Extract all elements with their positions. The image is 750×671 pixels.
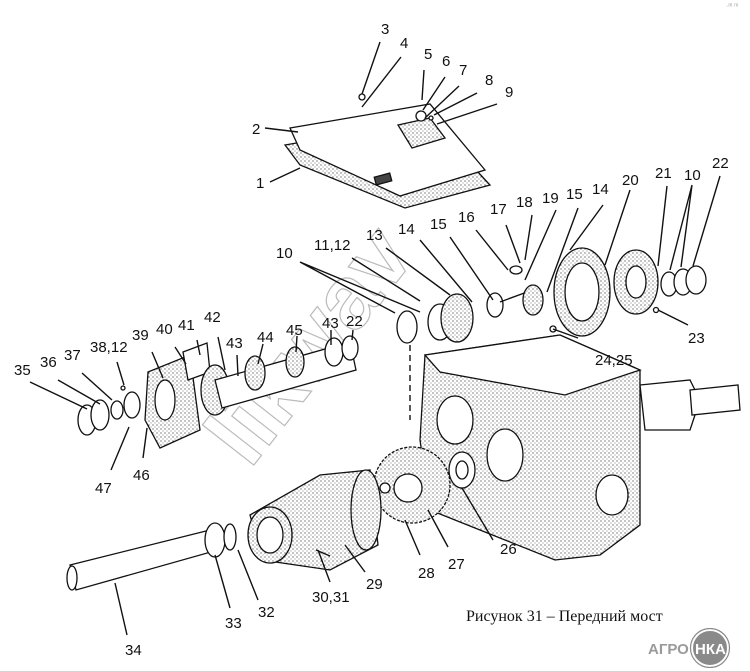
- callout-c7: 7: [459, 62, 467, 79]
- callout-c23: 23: [688, 330, 705, 347]
- callout-c43a: 43: [226, 335, 243, 352]
- agronka-logo: АГРО НКА: [648, 628, 731, 668]
- callout-c45: 45: [286, 322, 303, 339]
- callout-c32: 32: [258, 604, 275, 621]
- callout-c16: 16: [458, 209, 475, 226]
- callout-c37: 37: [64, 347, 81, 364]
- callout-c20: 20: [622, 172, 639, 189]
- callout-c13: 13: [366, 227, 383, 244]
- callout-c26: 26: [500, 541, 517, 558]
- callout-c35: 35: [14, 362, 31, 379]
- callout-c22a: 22: [712, 155, 729, 172]
- callout-c3: 3: [381, 21, 389, 38]
- logo-text-right: НКА: [695, 641, 726, 658]
- callout-c46: 46: [133, 467, 150, 484]
- differential-assembly: [396, 247, 707, 344]
- corner-mark: ·ᵐ ᵐ: [726, 3, 739, 10]
- drive-gear-assembly: [373, 446, 476, 524]
- callout-c4: 4: [400, 35, 408, 52]
- callout-c19: 19: [542, 190, 559, 207]
- callout-c15a: 15: [430, 216, 447, 233]
- callout-c6: 6: [442, 53, 450, 70]
- callout-c30: 30,31: [312, 589, 350, 606]
- callout-c5: 5: [424, 46, 432, 63]
- callout-c28: 28: [418, 565, 435, 582]
- output-shaft-assembly: [66, 469, 382, 591]
- callout-c36: 36: [40, 354, 57, 371]
- callout-c14a: 14: [398, 221, 415, 238]
- axle-housing: [409, 334, 741, 561]
- callout-c2: 2: [252, 121, 260, 138]
- callout-c39: 39: [132, 327, 149, 344]
- callout-c27: 27: [448, 556, 465, 573]
- callout-c10b: 10: [684, 167, 701, 184]
- callout-c8: 8: [485, 72, 493, 89]
- callout-c34: 34: [125, 642, 142, 659]
- watermark-text: likwav: [187, 208, 432, 482]
- callout-c17: 17: [490, 201, 507, 218]
- logo-text-left: АГРО: [648, 641, 689, 658]
- callout-c15b: 15: [566, 186, 583, 203]
- callout-c38: 38,12: [90, 339, 128, 356]
- watermark: likwav: [186, 207, 432, 483]
- callout-c40: 40: [156, 321, 173, 338]
- callout-c44: 44: [257, 329, 274, 346]
- callout-c41: 41: [178, 317, 195, 334]
- callout-c10a: 10: [276, 245, 293, 262]
- cover-plate-assembly: [283, 93, 492, 209]
- callout-c29: 29: [366, 576, 383, 593]
- callout-c47: 47: [95, 480, 112, 497]
- figure-caption: Рисунок 31 – Передний мост: [466, 608, 663, 625]
- callout-c9: 9: [505, 84, 513, 101]
- callout-c22b: 22: [346, 313, 363, 330]
- callout-c33: 33: [225, 615, 242, 632]
- leader-lines: [29, 41, 721, 636]
- callout-c43b: 43: [322, 315, 339, 332]
- callout-c42: 42: [204, 309, 221, 326]
- final-drive-shaft-assembly: [77, 335, 359, 449]
- callout-c1: 1: [256, 175, 264, 192]
- callout-c21: 21: [655, 165, 672, 182]
- callout-c11: 11,12: [314, 237, 350, 254]
- callout-c18: 18: [516, 194, 533, 211]
- callout-c24: 24,25: [595, 352, 633, 369]
- callout-c14b: 14: [592, 181, 609, 198]
